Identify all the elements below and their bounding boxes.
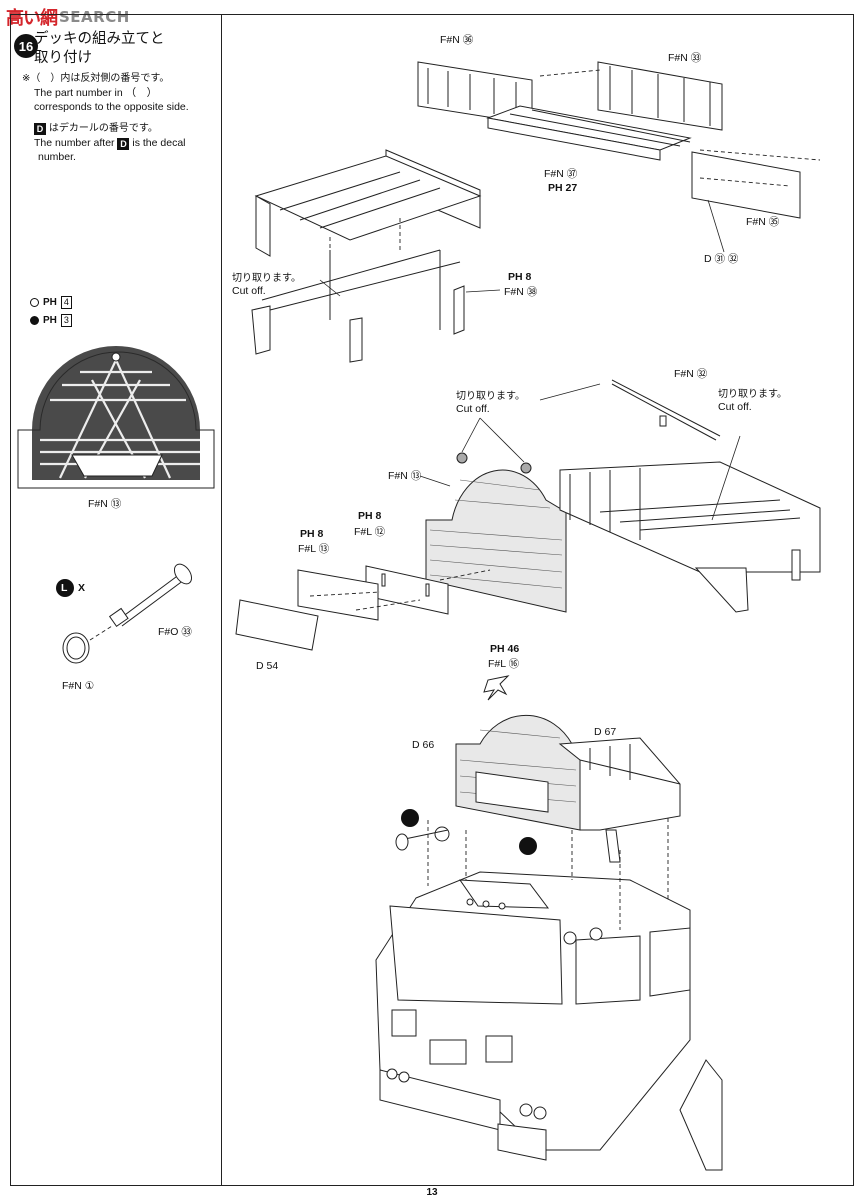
cutoff-jp-3: 切り取ります。	[718, 389, 787, 400]
label-fn36: F#N ㊱	[440, 34, 474, 46]
opposite-note-en1: The part number in （ ）	[34, 87, 158, 99]
assembly-arrows	[427, 818, 669, 930]
watermark-text: SEARCH	[59, 8, 130, 26]
opposite-note-en2: corresponds to the opposite side.	[34, 101, 189, 113]
label-d67: D 67	[594, 726, 617, 738]
opposite-note-jp: ※（ ）内は反対側の番号です。	[22, 73, 170, 84]
step-title: デッキの組み立てと 取り付け	[34, 30, 165, 68]
decal-note: D はデカールの番号です。 The number after D is the …	[34, 121, 186, 164]
open-circle-icon	[30, 298, 39, 307]
label-fo33: F#O ㉝	[158, 626, 192, 638]
page-number: 13	[426, 1187, 438, 1198]
label-ph8-b: PH 8	[358, 510, 382, 522]
label-fl13: F#L ⑬	[298, 543, 330, 555]
leader-lines	[319, 199, 741, 521]
label-d66: D 66	[412, 739, 435, 751]
legend-num: 3	[60, 314, 72, 327]
mirror-part-drawing	[56, 563, 193, 664]
decal-mark-icon: D	[34, 123, 46, 135]
decal-note-en1a: The number after	[34, 137, 115, 149]
label-cutoff-1: 切り取ります。 Cut off.	[232, 272, 301, 298]
label-fn1: F#N ①	[62, 680, 95, 692]
cab-assembly-drawing	[375, 675, 723, 1171]
label-d54: D 54	[256, 660, 279, 672]
label-ph8-a: PH 8	[508, 271, 532, 283]
label-fn37: F#N ㊲	[544, 168, 578, 180]
cutoff-jp-2: 切り取ります。	[456, 391, 525, 402]
x-mark: X	[78, 582, 86, 594]
label-fl12: F#L ⑫	[354, 526, 386, 538]
watermark: 高い網 SEARCH	[6, 4, 130, 30]
step-number-badge: 16	[14, 34, 38, 58]
label-ph27: PH 27	[548, 182, 578, 194]
label-ph8-c: PH 8	[300, 528, 324, 540]
label-fn13-mid: F#N ⑬	[388, 470, 422, 482]
label-fn13-left: F#N ⑬	[88, 498, 122, 510]
decal-note-jp: はデカールの番号です。	[48, 123, 158, 134]
legend-num: 4	[60, 296, 72, 309]
legend-open-circle: PH 4	[30, 296, 72, 309]
page-frame	[10, 14, 854, 1186]
deck-frame-drawing	[251, 149, 482, 363]
mesh-panel-drawing	[17, 346, 215, 489]
rear-panel-drawing	[417, 61, 821, 219]
label-cutoff-2: 切り取ります。 Cut off.	[456, 390, 525, 416]
legend-part: PH	[43, 297, 57, 308]
cutoff-jp-1: 切り取ります。	[232, 273, 301, 284]
decal-note-en1b: is the decal	[132, 137, 186, 149]
decal-note-en2: number.	[38, 151, 76, 163]
label-fn32: F#N ㉜	[674, 368, 708, 380]
label-fl16: F#L ⑯	[488, 658, 520, 670]
label-fn33: F#N ㉝	[668, 52, 702, 64]
cutoff-en-3: Cut off.	[718, 401, 752, 413]
filled-circle-icon	[30, 316, 39, 325]
label-fn38: F#N ㊳	[504, 286, 538, 298]
step-title-line1: デッキの組み立てと	[34, 31, 165, 47]
label-fn35: F#N ㉟	[746, 216, 780, 228]
cutoff-en-2: Cut off.	[456, 403, 490, 415]
column-divider	[221, 14, 223, 1186]
watermark-logo: 高い網	[6, 8, 58, 29]
opposite-side-note: ※（ ）内は反対側の番号です。 The part number in （ ） c…	[22, 72, 189, 114]
legend-filled-circle: PH 3	[30, 314, 72, 327]
label-cutoff-3: 切り取ります。 Cut off.	[718, 388, 787, 414]
legend-part: PH	[43, 315, 57, 326]
l-mark-icon: L	[61, 582, 68, 594]
rear-gate-drawing	[235, 452, 567, 651]
decal-mark-icon-2: D	[117, 138, 130, 150]
label-d31-32: D ㉛ ㉜	[704, 253, 739, 265]
cutoff-en-1: Cut off.	[232, 285, 266, 297]
step-title-line2: 取り付け	[34, 50, 92, 66]
label-ph46: PH 46	[490, 643, 520, 655]
deck-body-drawing	[559, 379, 821, 613]
